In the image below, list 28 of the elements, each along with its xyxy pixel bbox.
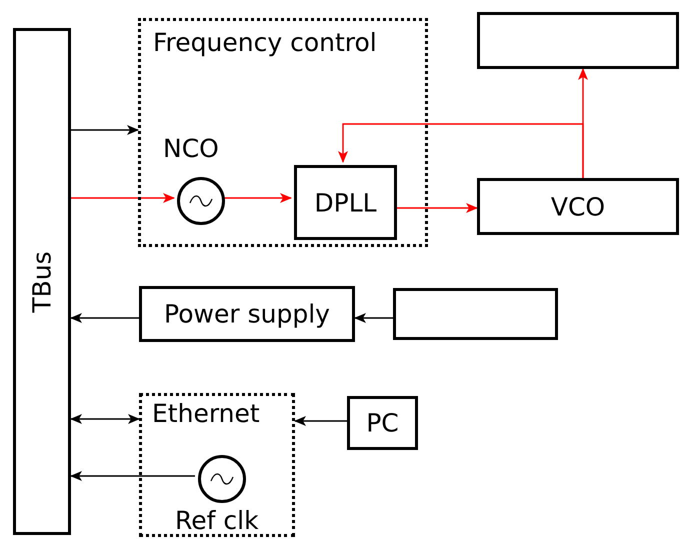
arrow [70, 471, 195, 481]
arrow [71, 125, 139, 135]
block-box [477, 178, 679, 235]
block-box [294, 165, 397, 240]
block-label: Frequency control [153, 29, 377, 56]
block-label: PC [366, 409, 399, 437]
block-box [477, 12, 679, 69]
group-box [139, 393, 295, 537]
block-box [13, 28, 71, 535]
block-box [393, 288, 558, 340]
block-label: Power supply [164, 300, 330, 328]
arrow [354, 313, 393, 323]
block-label: DPLL [314, 188, 377, 216]
block-label: Ref clk [175, 507, 259, 534]
group-box [138, 18, 428, 247]
block-label: TBus [28, 250, 56, 312]
block-box [139, 286, 355, 342]
block-box [347, 396, 418, 450]
block-label: Ethernet [152, 400, 260, 428]
arrow [394, 203, 478, 213]
arrow [70, 313, 139, 323]
arrow [71, 193, 175, 203]
block-label: NCO [163, 135, 219, 162]
arrow [294, 416, 347, 426]
arrow [222, 193, 292, 203]
block-label: VCO [550, 192, 606, 220]
arrow [338, 123, 584, 178]
arrow [70, 414, 140, 424]
